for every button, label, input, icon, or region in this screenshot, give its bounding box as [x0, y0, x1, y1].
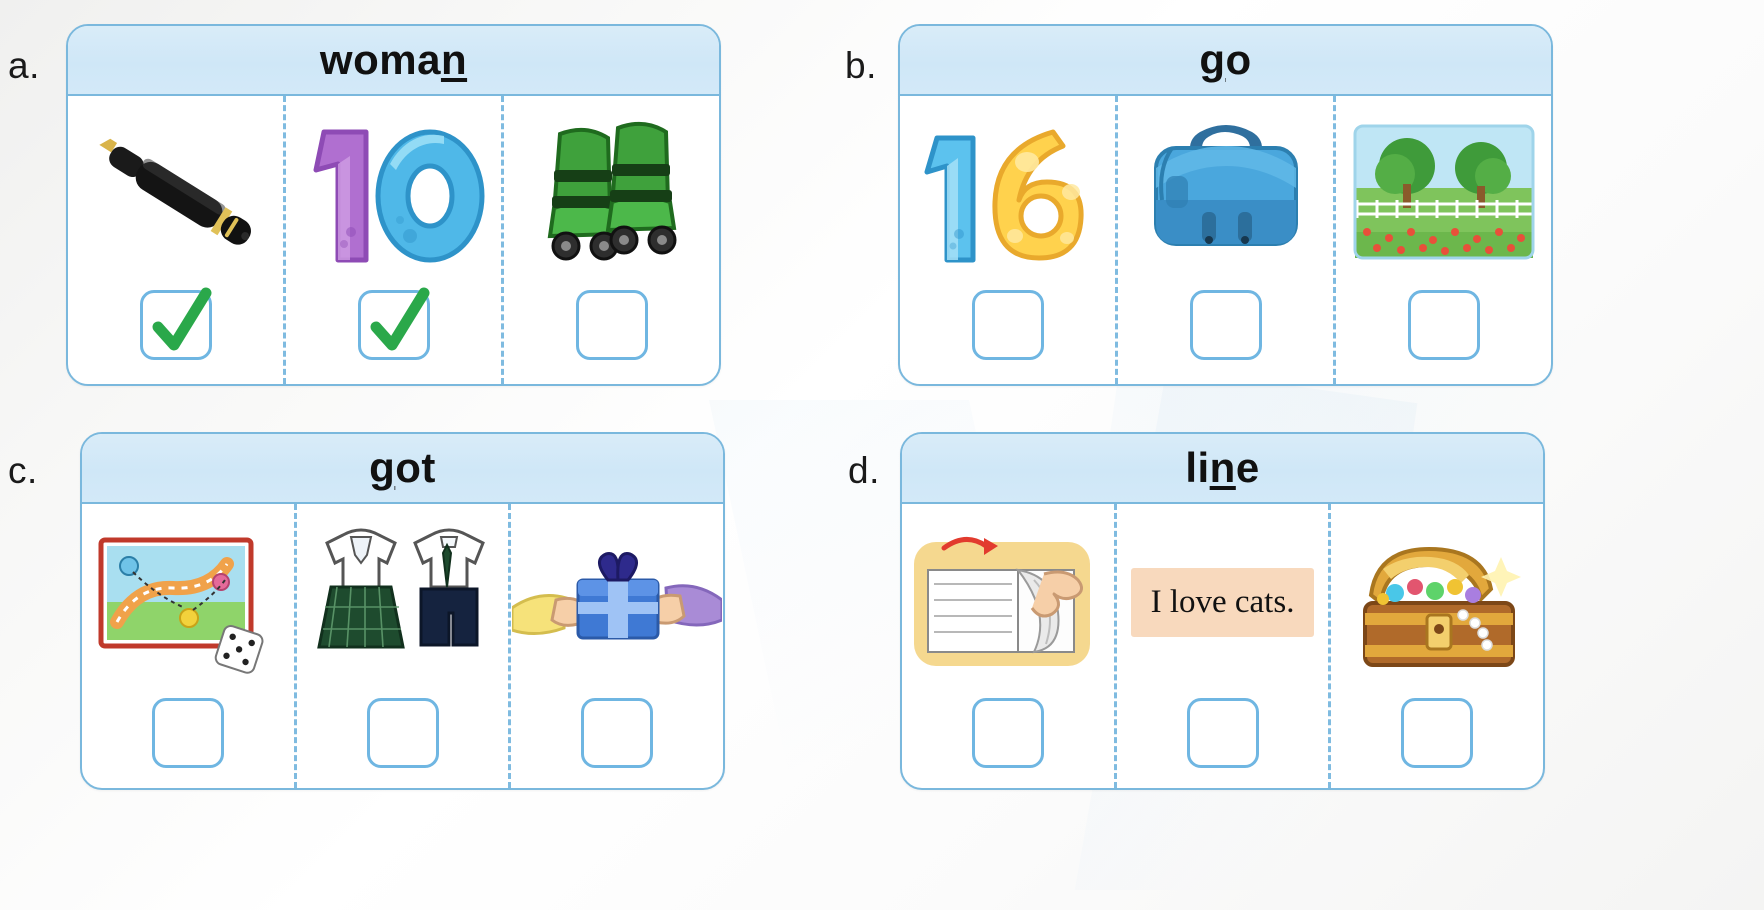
answer-cell-d3[interactable]: [1328, 504, 1543, 788]
checkbox-b1[interactable]: [971, 290, 1044, 360]
answer-cells-a: [68, 96, 719, 384]
question-card-a: woman: [66, 24, 721, 386]
checkbox-d1[interactable]: [971, 698, 1044, 768]
target-word-a: woman: [319, 36, 468, 83]
answer-cell-b3[interactable]: [1333, 96, 1551, 384]
check-icon: [370, 287, 429, 351]
checkbox-b3[interactable]: [1407, 290, 1480, 360]
answer-cell-c2[interactable]: [293, 504, 509, 788]
checkbox-c3[interactable]: [581, 698, 654, 768]
answer-cell-d2[interactable]: I love cats.: [1113, 504, 1329, 788]
checkbox-b2[interactable]: [1189, 290, 1262, 360]
question-label-c: c.: [8, 450, 38, 491]
question-header-b: go: [900, 26, 1551, 96]
picture-gift-exchange: [511, 504, 723, 694]
picture-board-game: [82, 504, 294, 694]
picture-turning-page: [902, 504, 1114, 694]
question-card-b: go: [898, 24, 1553, 386]
checkbox-d2[interactable]: [1186, 698, 1259, 768]
picture-backpack: [1118, 96, 1333, 286]
picture-garden: [1336, 96, 1551, 286]
picture-sentence-card: I love cats.: [1117, 504, 1329, 694]
picture-school-uniform: [297, 504, 509, 694]
checkbox-d3[interactable]: [1401, 698, 1474, 768]
question-label-d: d.: [848, 450, 880, 491]
sentence-card-background: I love cats.: [1130, 567, 1315, 637]
answer-cell-a3[interactable]: [501, 96, 719, 384]
checkbox-a2[interactable]: [357, 287, 430, 360]
target-word-b: go: [1199, 36, 1252, 83]
check-icon: [152, 287, 211, 351]
checkbox-c2[interactable]: [366, 698, 439, 768]
picture-number-sixteen: [900, 96, 1115, 286]
answer-cell-d1[interactable]: [902, 504, 1114, 788]
checkbox-c1[interactable]: [151, 698, 224, 768]
picture-fountain-pen: [68, 96, 283, 286]
question-header-a: woman: [68, 26, 719, 96]
checkbox-a1[interactable]: [139, 287, 212, 360]
answer-cell-a1[interactable]: [68, 96, 283, 384]
checkbox-a3[interactable]: [575, 290, 648, 360]
answer-cell-c3[interactable]: [508, 504, 723, 788]
question-label-b: b.: [845, 45, 877, 86]
answer-cell-b2[interactable]: [1115, 96, 1333, 384]
answer-cell-b1[interactable]: [900, 96, 1115, 384]
answer-cells-c: [82, 504, 723, 788]
question-label-a: a.: [8, 45, 40, 86]
sentence-text: I love cats.: [1150, 583, 1295, 620]
picture-roller-skates: [504, 96, 719, 286]
question-header-c: got: [82, 434, 723, 504]
question-card-c: got: [80, 432, 725, 790]
answer-cell-a2[interactable]: [283, 96, 501, 384]
answer-cells-d: I love cats.: [902, 504, 1543, 788]
question-card-d: line: [900, 432, 1545, 790]
answer-cells-b: [900, 96, 1551, 384]
picture-number-ten: [286, 96, 501, 286]
target-word-d: line: [1185, 444, 1260, 491]
target-word-c: got: [369, 444, 436, 491]
answer-cell-c1[interactable]: [82, 504, 294, 788]
question-header-d: line: [902, 434, 1543, 504]
picture-treasure-chest: [1331, 504, 1543, 694]
